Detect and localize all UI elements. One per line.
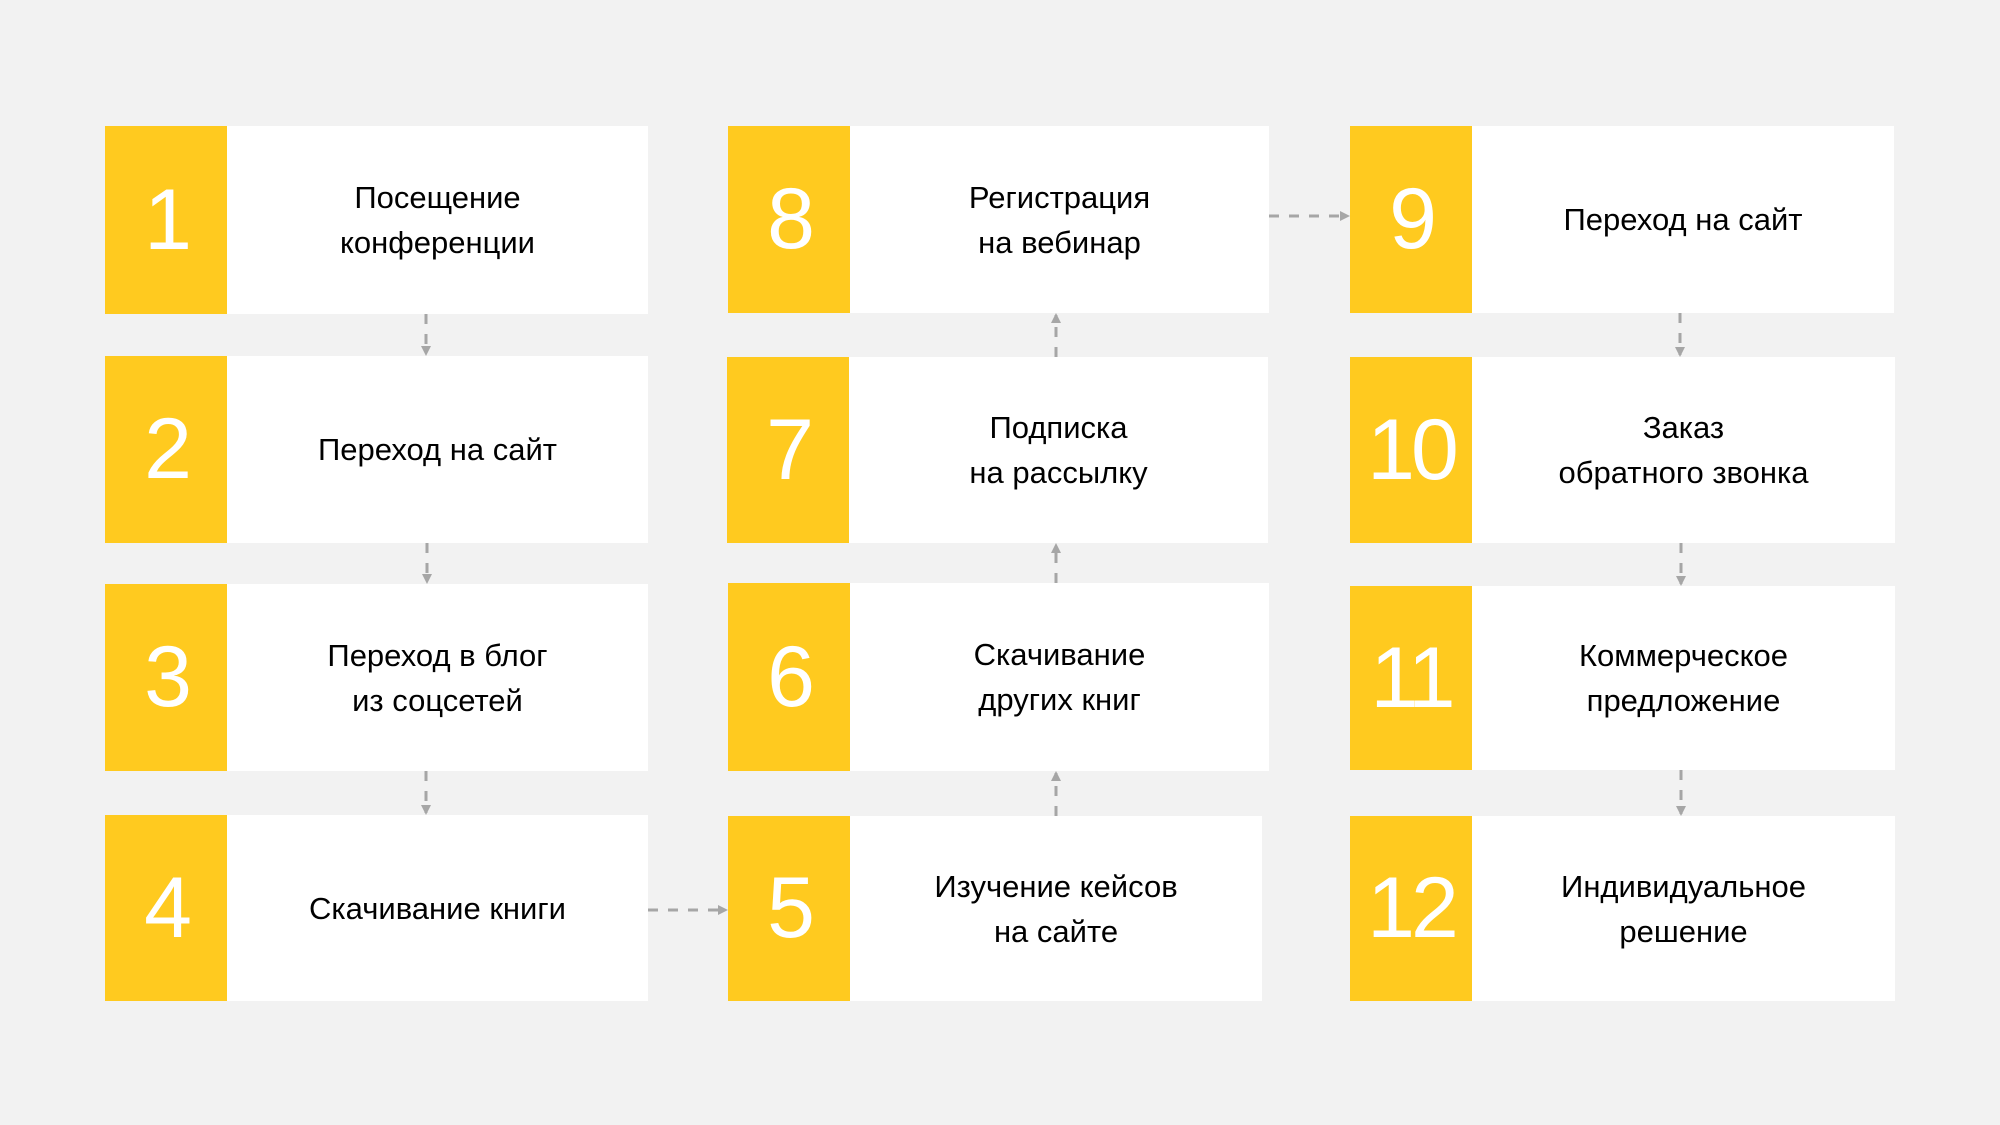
label-line: конференции [339, 225, 535, 260]
label-line: Переход на сайт [1563, 202, 1803, 237]
step-label: Заказ обратного звонка [1472, 357, 1895, 543]
label-line: из соцсетей [352, 682, 523, 718]
step-label: Подписка на рассылку [849, 357, 1268, 543]
step-number: 6 [728, 583, 850, 771]
step-label: Регистрация на вебинар [850, 126, 1269, 313]
step-number: 7 [727, 357, 849, 543]
step-label: Коммерческое предложение [1472, 586, 1895, 770]
label-line: Регистрация [968, 179, 1151, 215]
step-7: 7 Подписка на рассылку [727, 357, 1268, 543]
label-line: Индивидуальное [1561, 868, 1806, 904]
step-label: Изучение кейсов на сайте [850, 816, 1262, 1001]
step-8: 8 Регистрация на вебинар [728, 126, 1269, 313]
step-10: 10 Заказ обратного звонка [1350, 357, 1895, 543]
step-label: Переход на сайт [227, 356, 648, 543]
step-2: 2 Переход на сайт [105, 356, 648, 543]
step-label: Переход на сайт [1472, 126, 1894, 313]
step-number: 12 [1350, 816, 1472, 1001]
label-line: решение [1619, 913, 1748, 949]
step-number: 8 [728, 126, 850, 313]
label-line: других книг [978, 682, 1141, 717]
label-line: на сайте [993, 913, 1119, 949]
label-line: Коммерческое [1578, 638, 1788, 673]
step-label: Скачивание других книг [850, 583, 1269, 771]
step-number: 9 [1350, 126, 1472, 313]
step-label: Посещение конференции [227, 126, 648, 314]
label-line: Скачивание [973, 637, 1146, 672]
label-line: Посещение [354, 180, 521, 215]
step-9: 9 Переход на сайт [1350, 126, 1894, 313]
label-line: предложение [1586, 683, 1781, 718]
step-number: 5 [728, 816, 850, 1001]
label-line: Изучение кейсов [934, 868, 1178, 904]
label-line: Подписка [989, 410, 1128, 445]
step-12: 12 Индивидуальное решение [1350, 816, 1895, 1001]
label-line: Заказ [1642, 410, 1725, 445]
step-number: 1 [105, 126, 227, 314]
step-3: 3 Переход в блог из соцсетей [105, 584, 648, 771]
label-line: на рассылку [969, 455, 1148, 490]
step-number: 3 [105, 584, 227, 771]
step-label: Индивидуальное решение [1472, 816, 1895, 1001]
step-number: 2 [105, 356, 227, 543]
step-5: 5 Изучение кейсов на сайте [728, 816, 1262, 1001]
step-6: 6 Скачивание других книг [728, 583, 1269, 771]
label-line: Переход на сайт [318, 432, 557, 467]
label-line: на вебинар [978, 224, 1141, 260]
step-1: 1 Посещение конференции [105, 126, 648, 314]
step-number: 10 [1350, 357, 1472, 543]
label-line: Скачивание книги [309, 890, 566, 926]
label-line: обратного звонка [1558, 455, 1809, 490]
step-number: 11 [1350, 586, 1472, 770]
label-line: Переход в блог [327, 637, 548, 673]
step-number: 4 [105, 815, 227, 1001]
step-label: Переход в блог из соцсетей [227, 584, 648, 771]
step-label: Скачивание книги [227, 815, 648, 1001]
step-4: 4 Скачивание книги [105, 815, 648, 1001]
step-11: 11 Коммерческое предложение [1350, 586, 1895, 770]
